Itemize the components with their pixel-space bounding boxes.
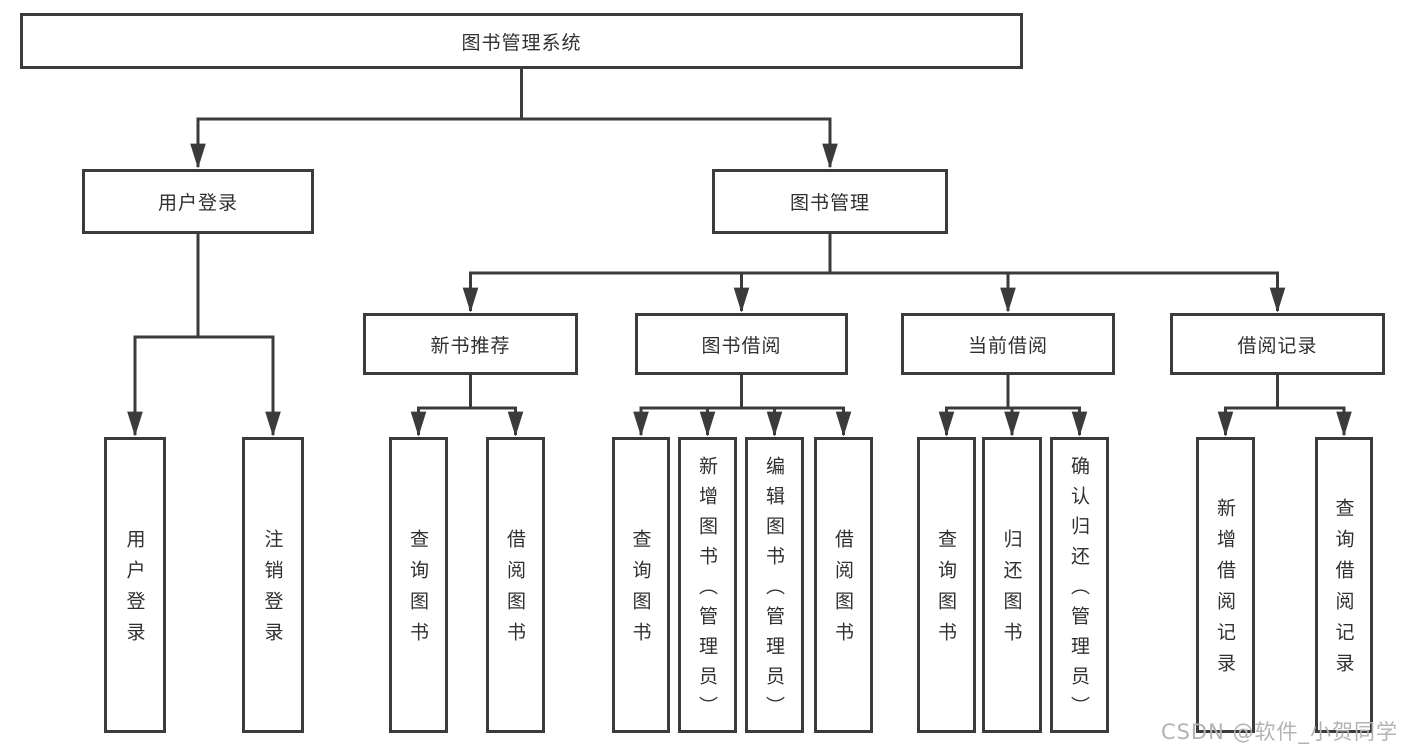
- node-root: 图书管理系统: [20, 13, 1023, 69]
- leaf-query-borrow-record: 查询借阅记录: [1315, 437, 1373, 733]
- connector-newrec-to-leaves: [410, 375, 524, 437]
- leaf-label: 查询图书: [935, 529, 957, 653]
- leaf-edit-book-admin: 编辑图书（管理员）: [745, 437, 804, 733]
- leaf-label: 借阅图书: [504, 529, 526, 653]
- connector-borrow-to-leaves: [633, 375, 852, 437]
- leaf-label: 借阅图书: [832, 529, 854, 653]
- leaf-user-login: 用户登录: [104, 437, 166, 733]
- node-borrow-records: 借阅记录: [1170, 313, 1385, 375]
- leaf-label: 新增借阅记录: [1214, 498, 1236, 684]
- leaf-logout: 注销登录: [242, 437, 304, 733]
- node-current-borrow: 当前借阅: [901, 313, 1115, 375]
- leaf-label: 新增图书（管理员）: [696, 455, 718, 726]
- node-user-login: 用户登录: [82, 169, 314, 234]
- connector-root-to-level2: [190, 69, 838, 169]
- connector-current-to-leaves: [938, 375, 1088, 437]
- leaf-query-books-recommend: 查询图书: [389, 437, 448, 733]
- leaf-query-books-current: 查询图书: [917, 437, 976, 733]
- leaf-borrow-books-recommend: 借阅图书: [486, 437, 545, 733]
- leaf-label: 确认归还（管理员）: [1068, 455, 1090, 726]
- leaf-label: 查询图书: [629, 529, 652, 653]
- leaf-add-borrow-record: 新增借阅记录: [1196, 437, 1255, 733]
- connector-login-to-leaves: [127, 234, 281, 437]
- node-book-mgmt: 图书管理: [712, 169, 948, 234]
- leaf-query-books-borrow: 查询图书: [612, 437, 670, 733]
- leaf-add-book-admin: 新增图书（管理员）: [678, 437, 737, 733]
- leaf-label: 归还图书: [1000, 529, 1023, 653]
- node-book-borrow: 图书借阅: [635, 313, 848, 375]
- connector-mgmt-to-level3: [462, 234, 1286, 313]
- node-new-book-recommend: 新书推荐: [363, 313, 578, 375]
- leaf-borrow-books: 借阅图书: [814, 437, 873, 733]
- leaf-label: 用户登录: [123, 529, 146, 653]
- leaf-label: 查询借阅记录: [1332, 498, 1355, 684]
- leaf-label: 查询图书: [407, 529, 429, 653]
- leaf-label: 编辑图书（管理员）: [763, 455, 785, 726]
- leaf-confirm-return-admin: 确认归还（管理员）: [1050, 437, 1109, 733]
- csdn-watermark: CSDN @软件_小贺同学: [1160, 720, 1398, 744]
- leaf-return-book: 归还图书: [982, 437, 1042, 733]
- connector-records-to-leaves: [1217, 375, 1352, 437]
- leaf-label: 注销登录: [261, 529, 284, 653]
